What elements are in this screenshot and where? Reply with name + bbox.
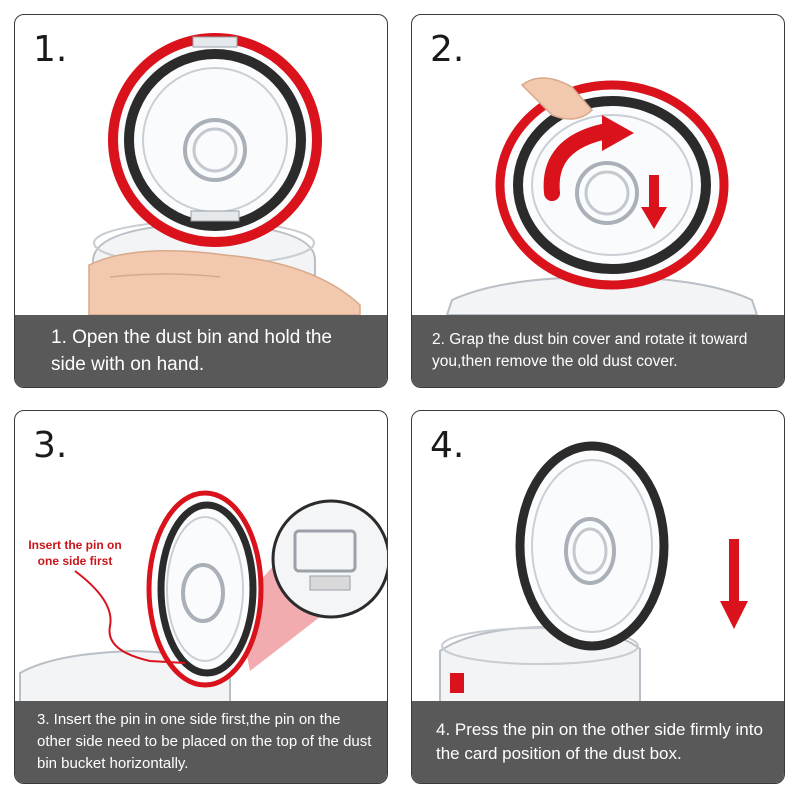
step-3-illustration xyxy=(19,490,387,712)
step-4-caption: 4. Press the pin on the other side firml… xyxy=(436,720,763,763)
step-1-caption-bar: 1. Open the dust bin and hold the side w… xyxy=(15,315,387,387)
step-2-illustration xyxy=(445,77,759,316)
pin-callout-label: Insert the pin on one side first xyxy=(21,537,129,569)
step-1-caption: 1. Open the dust bin and hold the side w… xyxy=(51,327,332,375)
step-3-number: 3. xyxy=(33,425,68,466)
step-2-panel: 2. 2. Grap the dust bin cover and rotate… xyxy=(411,14,785,388)
step-2-caption-bar: 2. Grap the dust bin cover and rotate it… xyxy=(412,315,784,387)
step-3-caption: 3. Insert the pin in one side first,the … xyxy=(37,711,372,772)
pin-callout-line-2: one side first xyxy=(37,554,113,568)
step-1-number: 1. xyxy=(33,29,68,70)
step-1-illustration xyxy=(88,33,361,316)
step-3-panel: 3. Insert the pin on one side first 3. I… xyxy=(14,410,388,784)
step-4-panel: 4. 4. Press the pin on the other side fi… xyxy=(411,410,785,784)
step-3-caption-bar: 3. Insert the pin in one side first,the … xyxy=(15,701,387,783)
step-2-caption: 2. Grap the dust bin cover and rotate it… xyxy=(432,331,748,370)
step-2-number: 2. xyxy=(430,29,465,70)
step-4-illustration xyxy=(439,441,748,704)
step-4-number: 4. xyxy=(430,425,465,466)
pin-callout-line-1: Insert the pin on xyxy=(28,538,122,552)
step-1-panel: 1. 1. Open the dust bin and hold the sid… xyxy=(14,14,388,388)
step-4-caption-bar: 4. Press the pin on the other side firml… xyxy=(412,701,784,783)
